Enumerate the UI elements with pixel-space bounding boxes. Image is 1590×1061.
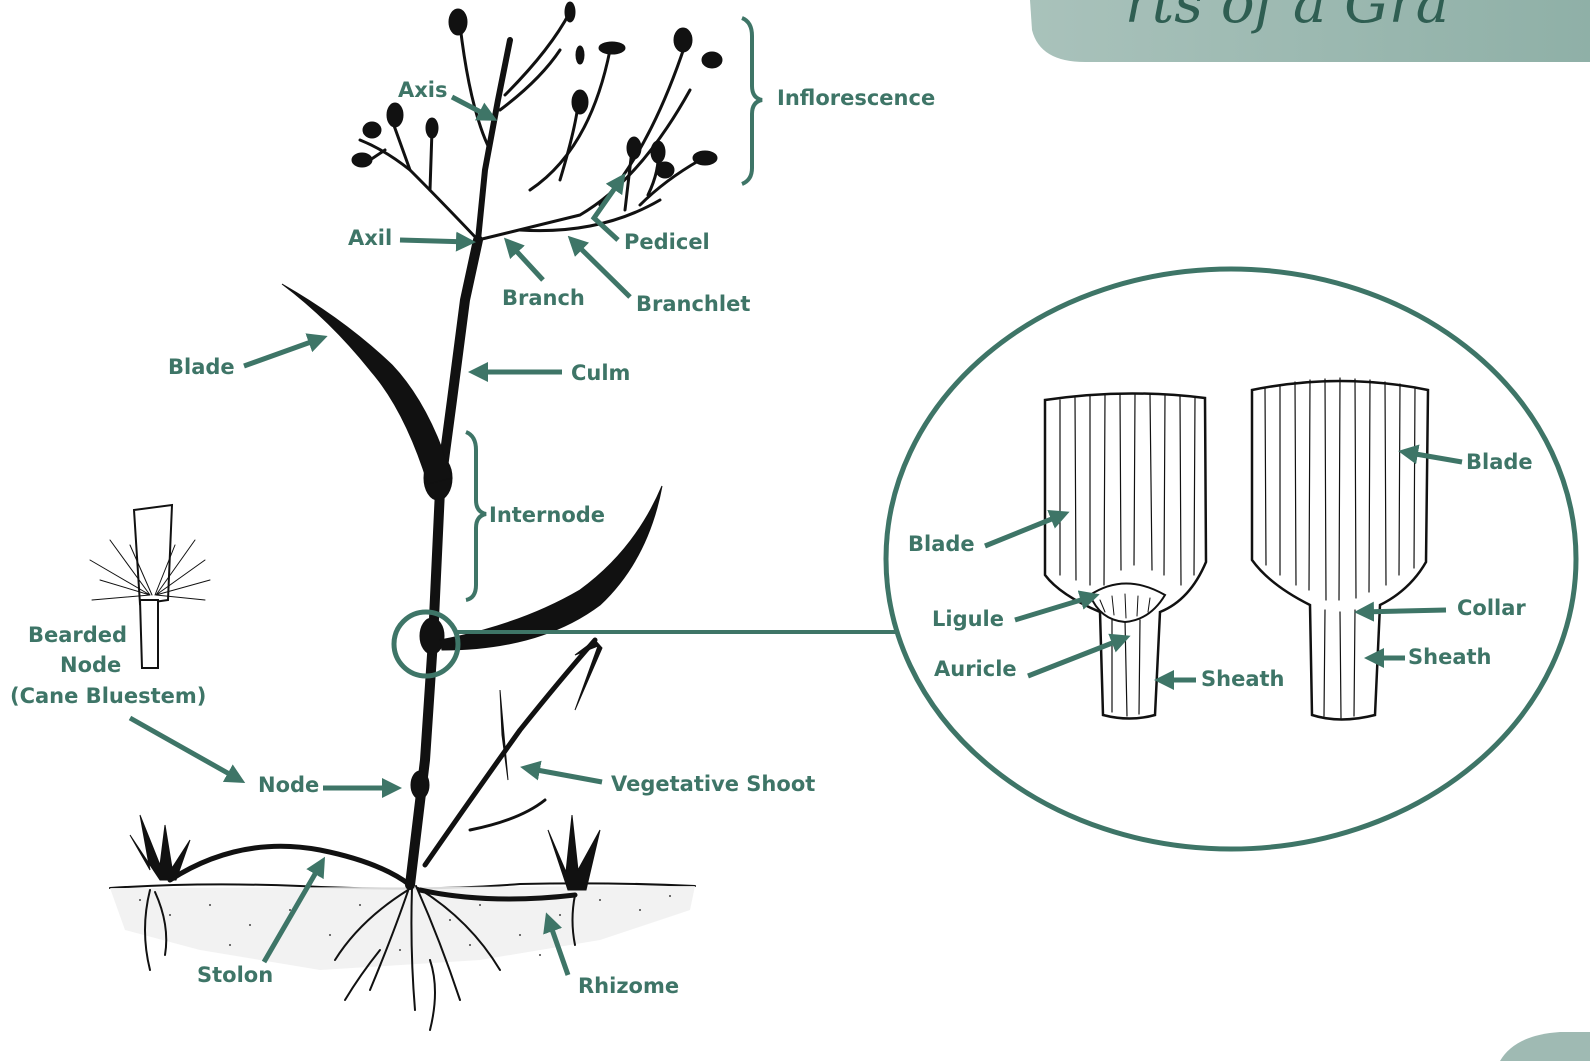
upper-blade xyxy=(282,284,452,484)
label-branchlet: Branchlet xyxy=(636,292,750,316)
label-internode: Internode xyxy=(489,503,605,527)
leaf-detail-panel xyxy=(886,269,1576,849)
stolon-tuft xyxy=(130,815,190,880)
detail-label-ligule: Ligule xyxy=(932,607,1004,631)
internode-bracket xyxy=(466,432,486,600)
inflorescence-bracket xyxy=(742,18,762,184)
detail-label-collar: Collar xyxy=(1457,596,1526,620)
header-band: rts of a Gra xyxy=(1030,0,1590,62)
detail-label-blade-left: Blade xyxy=(908,532,975,556)
detail-label-sheath-left: Sheath xyxy=(1201,667,1284,691)
header-title: rts of a Gra xyxy=(1125,0,1449,36)
label-axil: Axil xyxy=(348,226,392,250)
rhizome-tuft xyxy=(548,815,600,890)
circled-node xyxy=(420,618,444,654)
detail-label-auricle: Auricle xyxy=(934,657,1017,681)
label-bearded-node-line2: Node xyxy=(60,653,121,677)
inflorescence xyxy=(360,12,700,240)
label-culm: Culm xyxy=(571,361,630,385)
label-stolon: Stolon xyxy=(197,963,273,987)
label-bearded-node-line1: Bearded xyxy=(28,623,127,647)
label-rhizome: Rhizome xyxy=(578,974,679,998)
soil xyxy=(110,883,695,970)
label-node: Node xyxy=(258,773,319,797)
detail-label-blade-right: Blade xyxy=(1466,450,1533,474)
label-pedicel: Pedicel xyxy=(624,230,710,254)
label-inflorescence: Inflorescence xyxy=(777,86,935,110)
label-vegetative-shoot: Vegetative Shoot xyxy=(611,772,815,796)
label-axis: Axis xyxy=(398,78,448,102)
corner-tab xyxy=(1500,1032,1590,1061)
label-bearded-node-line3: (Cane Bluestem) xyxy=(10,684,206,708)
stolon-stem xyxy=(170,846,410,885)
lower-node xyxy=(411,771,429,799)
label-branch: Branch xyxy=(502,286,585,310)
detail-label-sheath-right: Sheath xyxy=(1408,645,1491,669)
label-blade: Blade xyxy=(168,355,235,379)
vegetative-shoot xyxy=(425,640,602,865)
detail-leaf-front xyxy=(1045,393,1206,718)
